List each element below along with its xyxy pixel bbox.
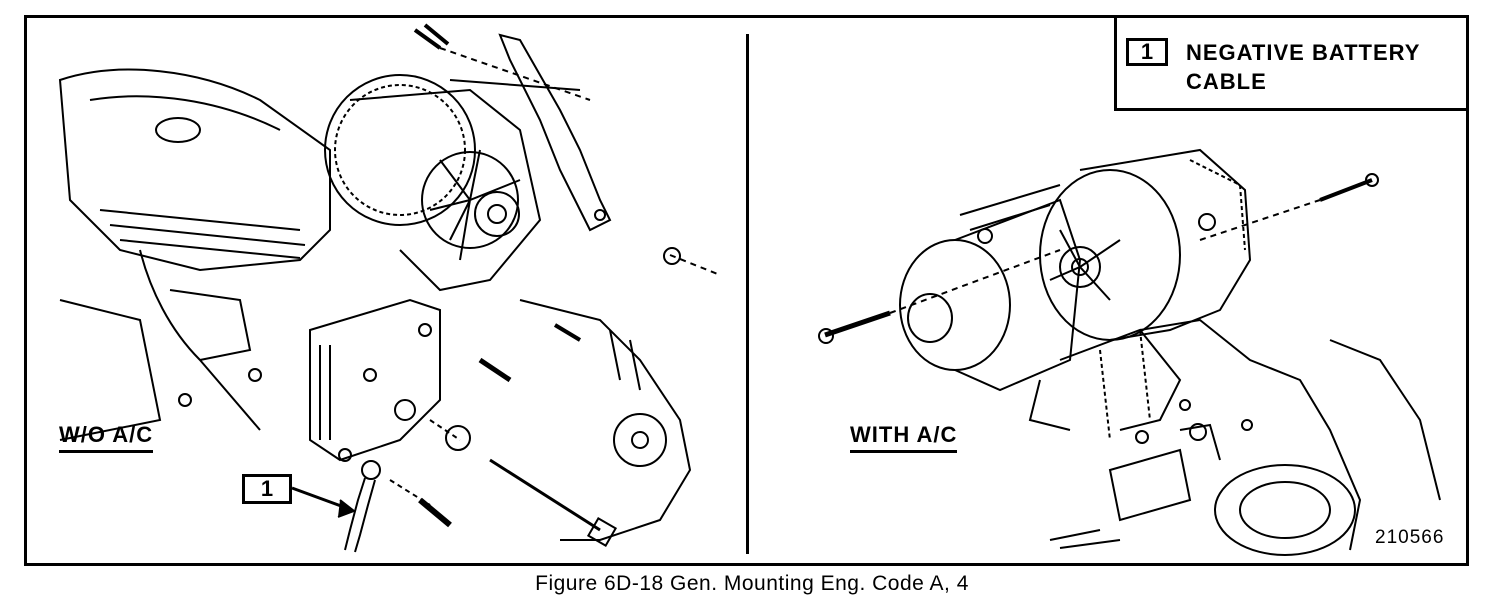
bolts-left bbox=[389, 23, 721, 548]
battery-cable-callout: 1 bbox=[242, 474, 292, 504]
mounting-bracket-left bbox=[309, 298, 441, 462]
view-label-without-ac: W/O A/C bbox=[59, 422, 154, 453]
figure-frame bbox=[24, 15, 1469, 566]
view-label-with-ac: WITH A/C bbox=[850, 422, 958, 453]
figure-caption: Figure 6D-18 Gen. Mounting Eng. Code A, … bbox=[535, 572, 969, 595]
ac-compressor bbox=[899, 184, 1082, 392]
generator-left bbox=[324, 74, 542, 292]
engine-front-right bbox=[1028, 318, 1441, 556]
bolts-right bbox=[818, 173, 1379, 344]
generator-right bbox=[1039, 148, 1252, 341]
legend-text: NEGATIVE BATTERY CABLE bbox=[1186, 38, 1420, 96]
legend-text-line1: NEGATIVE BATTERY bbox=[1186, 40, 1421, 65]
battery-cable-left bbox=[291, 460, 381, 553]
legend-callout-number: 1 bbox=[1126, 38, 1168, 66]
legend-text-line2: CABLE bbox=[1186, 69, 1267, 94]
view-divider bbox=[746, 34, 749, 554]
brackets-right bbox=[1059, 328, 1182, 444]
figure-id: 210566 bbox=[1375, 527, 1445, 548]
legend-box bbox=[1114, 15, 1469, 111]
